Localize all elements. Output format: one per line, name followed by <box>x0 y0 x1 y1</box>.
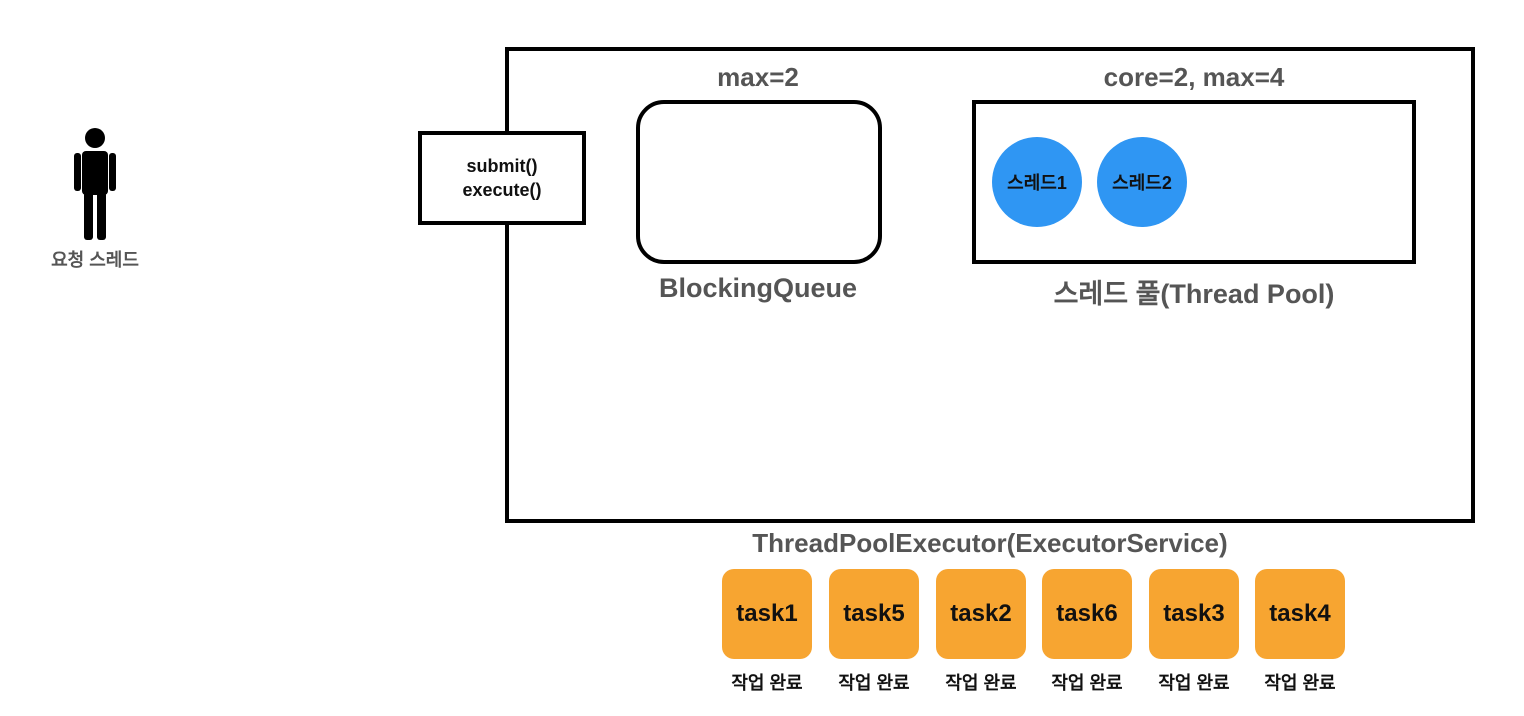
task-status: 작업 완료 <box>945 673 1017 693</box>
task-item: task6 작업 완료 <box>1042 569 1134 695</box>
task-box: task4 <box>1255 569 1345 659</box>
pool-max-label: core=2, max=4 <box>1103 62 1285 92</box>
task-box: task5 <box>829 569 919 659</box>
thread-2: 스레드2 <box>1097 137 1187 227</box>
task-status: 작업 완료 <box>1264 673 1336 693</box>
task-item: task2 작업 완료 <box>936 569 1028 695</box>
requester-label: 요청 스레드 <box>51 250 139 270</box>
task-box: task3 <box>1149 569 1239 659</box>
blocking-queue <box>636 100 882 264</box>
task-item: task1 작업 완료 <box>722 569 814 695</box>
executor-name: ThreadPoolExecutor(ExecutorService) <box>752 528 1228 558</box>
execute-label: execute() <box>462 180 542 200</box>
task-status: 작업 완료 <box>1051 673 1123 693</box>
task-status: 작업 완료 <box>731 673 803 693</box>
queue-max-label: max=2 <box>717 62 799 92</box>
task-box: task6 <box>1042 569 1132 659</box>
submit-box: submit() execute() <box>418 131 586 225</box>
task-status: 작업 완료 <box>838 673 910 693</box>
task-status: 작업 완료 <box>1158 673 1230 693</box>
task-item: task4 작업 완료 <box>1255 569 1347 695</box>
pool-name: 스레드 풀(Thread Pool) <box>1053 279 1335 309</box>
task-item: task5 작업 완료 <box>829 569 921 695</box>
person-icon <box>74 128 116 240</box>
task-item: task3 작업 완료 <box>1149 569 1241 695</box>
thread-pool: 스레드1 스레드2 <box>972 100 1416 264</box>
thread-1: 스레드1 <box>992 137 1082 227</box>
task-box: task1 <box>722 569 812 659</box>
submit-label: submit() <box>466 156 538 176</box>
task-box: task2 <box>936 569 1026 659</box>
requester: 요청 스레드 <box>40 120 150 280</box>
queue-name: BlockingQueue <box>658 273 858 303</box>
